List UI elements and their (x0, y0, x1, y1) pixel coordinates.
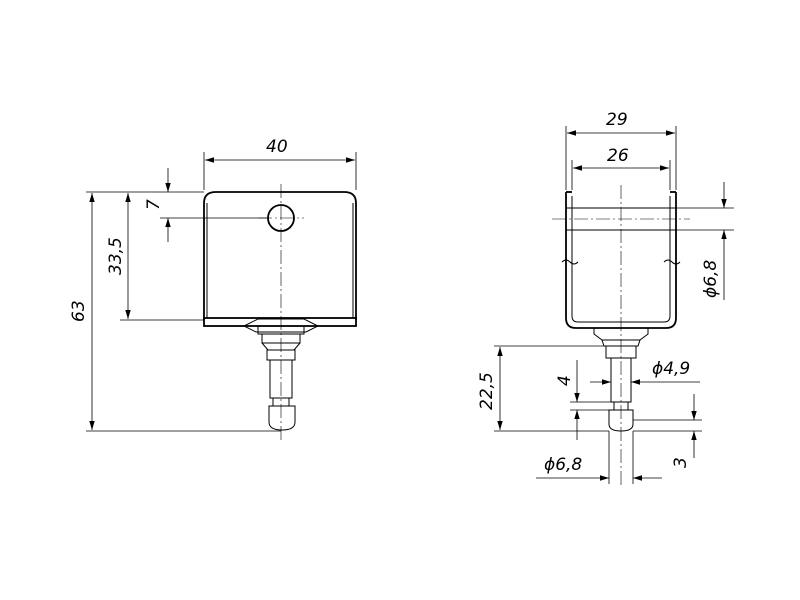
dim-side-shaft-diameter-text: ϕ4,9 (652, 359, 690, 379)
side-break-mark-right (663, 259, 681, 265)
front-fitting-flange (242, 318, 320, 333)
dim-side-tip-diameter-text: ϕ6,8 (544, 455, 582, 475)
dim-front-total-height-text: 63 (69, 300, 89, 322)
dim-front-plate-height-text: 33,5 (106, 237, 126, 275)
dim-side-outer-width-text: 29 (606, 110, 628, 130)
dim-front-width-text: 40 (266, 137, 288, 157)
dim-side-pin-length-text: 22,5 (477, 372, 497, 410)
front-fitting-collar (261, 333, 301, 344)
side-break-mark-left (561, 259, 579, 265)
front-plate (203, 191, 357, 320)
dim-side-hole-diameter-text: ϕ6,8 (701, 260, 721, 298)
dim-side-groove-width-text: 4 (555, 375, 575, 386)
dim-side-tip-length-text: 3 (671, 457, 691, 468)
dim-front-hole-offset-text: 7 (144, 199, 164, 210)
front-pin-tip (268, 405, 296, 431)
front-view: 40 63 33,5 7 (69, 137, 357, 440)
side-view: 29 26 ϕ6,8 22,5 ϕ4,9 4 ϕ6,8 (477, 110, 734, 485)
side-pin-tip (608, 409, 634, 432)
dim-side-inner-width-text: 26 (607, 146, 629, 166)
